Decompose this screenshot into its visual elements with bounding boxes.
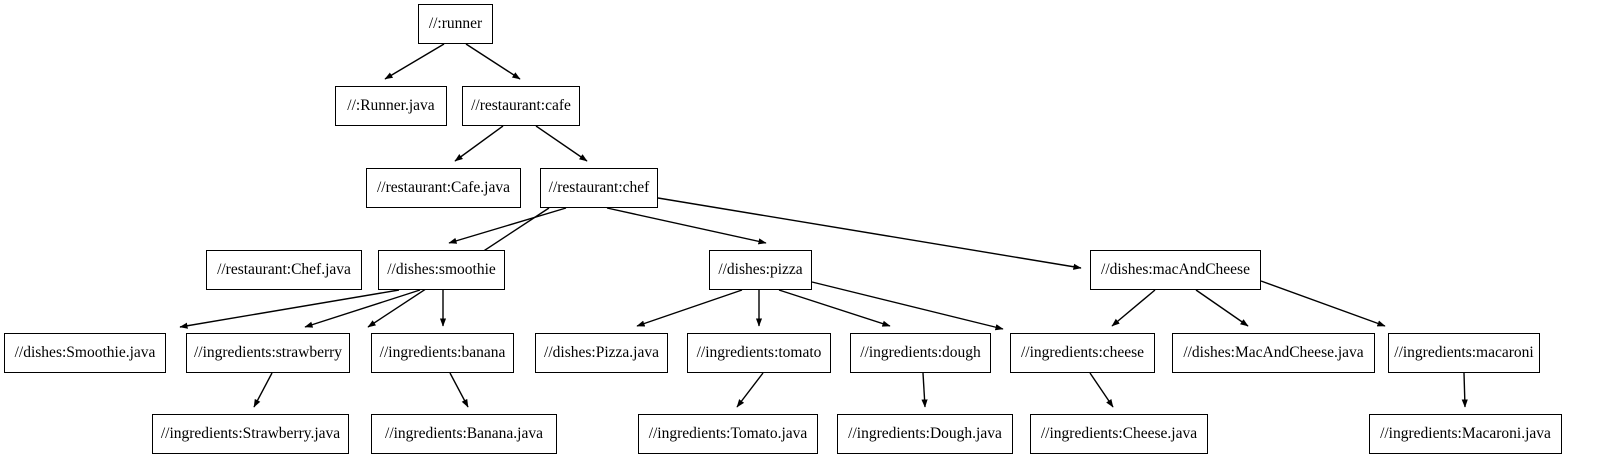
graph-node-label: //ingredients:banana [379,344,506,362]
graph-node-label: //ingredients:tomato [696,344,822,362]
graph-node-label: //dishes:Smoothie.java [14,344,156,362]
graph-edge-smoothie-to-smoothie_java [179,289,400,329]
graph-node-pizza_java[interactable]: //dishes:Pizza.java [535,333,668,373]
graph-node-label: //restaurant:chef [548,179,650,197]
graph-node-dough_java[interactable]: //ingredients:Dough.java [837,414,1013,454]
graph-node-strawberry[interactable]: //ingredients:strawberry [186,333,350,373]
graph-edge-banana-to-banana_java [449,372,469,408]
graph-node-macaroni_java[interactable]: //ingredients:Macaroni.java [1369,414,1562,454]
graph-node-runner[interactable]: //:runner [418,4,493,44]
graph-edge-mac_and_cheese-to-macaroni [1260,280,1386,327]
graph-node-label: //:Runner.java [347,97,435,115]
graph-node-cafe_java[interactable]: //restaurant:Cafe.java [366,168,521,208]
graph-edge-pizza-to-cheese [811,281,1004,331]
graph-node-label: //restaurant:cafe [471,97,571,115]
graph-edge-cheese-to-cheese_java [1089,372,1114,408]
graph-node-label: //ingredients:Banana.java [385,425,543,443]
graph-node-smoothie_java[interactable]: //dishes:Smoothie.java [4,333,166,373]
graph-node-label: //restaurant:Cafe.java [377,179,510,197]
graph-node-mac_and_cheese[interactable]: //dishes:macAndCheese [1090,250,1261,290]
graph-node-label: //ingredients:Macaroni.java [1380,425,1551,443]
graph-edge-mac_and_cheese-to-mac_and_cheese_java [1195,289,1249,327]
graph-node-cafe[interactable]: //restaurant:cafe [462,86,580,126]
graph-edge-mac_and_cheese-to-cheese [1111,289,1156,327]
graph-node-label: //ingredients:Cheese.java [1040,425,1198,443]
graph-node-label: //dishes:Pizza.java [544,344,659,362]
graph-node-tomato_java[interactable]: //ingredients:Tomato.java [638,414,818,454]
graph-node-pizza[interactable]: //dishes:pizza [709,250,812,290]
graph-node-macaroni[interactable]: //ingredients:macaroni [1388,333,1540,373]
graph-edge-cafe-to-cafe_java [454,125,504,162]
graph-node-banana[interactable]: //ingredients:banana [371,333,514,373]
graph-node-strawberry_java[interactable]: //ingredients:Strawberry.java [152,414,349,454]
graph-edge-dough-to-dough_java [921,372,928,408]
graph-node-cheese[interactable]: //ingredients:cheese [1010,333,1155,373]
graph-node-label: //dishes:pizza [718,261,803,279]
graph-edge-smoothie-to-strawberry [304,289,421,328]
graph-node-chef[interactable]: //restaurant:chef [540,168,658,208]
graph-node-label: //ingredients:dough [860,344,981,362]
graph-node-label: //ingredients:Strawberry.java [160,425,341,443]
graph-edge-macaroni-to-macaroni_java [1461,372,1468,408]
graph-node-tomato[interactable]: //ingredients:tomato [687,333,831,373]
graph-edge-runner-to-cafe [465,43,521,80]
graph-node-label: //ingredients:cheese [1020,344,1145,362]
graph-node-runner_java[interactable]: //:Runner.java [335,86,447,126]
graph-node-label: //ingredients:Tomato.java [648,425,808,443]
graph-edge-chef-to-smoothie [448,207,567,244]
graph-node-label: //dishes:macAndCheese [1101,261,1250,279]
graph-node-label: //ingredients:macaroni [1394,344,1534,362]
graph-node-label: //ingredients:Dough.java [848,425,1002,443]
graph-node-cheese_java[interactable]: //ingredients:Cheese.java [1030,414,1208,454]
graph-node-smoothie[interactable]: //dishes:smoothie [378,250,505,290]
graph-node-chef_java[interactable]: //restaurant:Chef.java [206,250,362,290]
graph-edge-chef-to-pizza [606,207,767,245]
graph-edge-pizza-to-pizza_java [636,289,743,327]
graph-node-label: //:runner [428,15,483,33]
graph-node-label: //dishes:smoothie [387,261,496,279]
graph-edge-pizza-to-dough [778,289,891,327]
graph-node-dough[interactable]: //ingredients:dough [850,333,991,373]
graph-node-label: //ingredients:strawberry [193,344,343,362]
graph-node-mac_and_cheese_java[interactable]: //dishes:MacAndCheese.java [1172,333,1375,373]
graph-node-label: //dishes:MacAndCheese.java [1183,344,1364,362]
graph-edge-strawberry-to-strawberry_java [253,372,273,408]
graph-node-label: //restaurant:Chef.java [217,261,351,279]
graph-edge-runner-to-runner_java [384,43,445,80]
graph-edge-tomato-to-tomato_java [736,372,764,408]
graph-edge-cafe-to-chef [535,125,588,162]
graph-node-banana_java[interactable]: //ingredients:Banana.java [371,414,557,454]
